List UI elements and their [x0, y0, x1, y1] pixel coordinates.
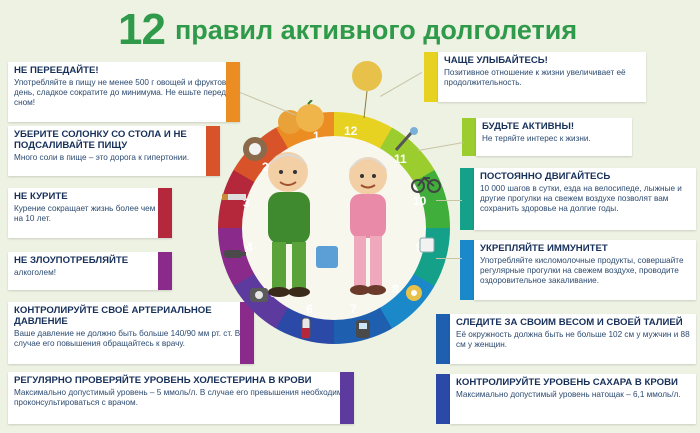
- rule-card-overeating: НЕ ПЕРЕЕДАЙТЕ! Употребляйте в пищу не ме…: [8, 62, 240, 122]
- rule-body: Много соли в пище – это дорога к гиперто…: [14, 153, 190, 162]
- rule-heading: КОНТРОЛИРУЙТЕ СВОЁ АРТЕРИАЛЬНОЕ ДАВЛЕНИЕ: [14, 305, 212, 327]
- rule-body: Ваше давление не должно быть больше 140/…: [14, 329, 241, 348]
- rule-tab: [158, 252, 172, 290]
- rule-card-smile: ЧАЩЕ УЛЫБАЙТЕСЬ! Позитивное отношение к …: [438, 52, 646, 102]
- ring-number-1: 1: [313, 129, 320, 143]
- balloons-icon: [352, 61, 382, 119]
- rule-heading: ПОСТОЯННО ДВИГАЙТЕСЬ: [480, 171, 611, 182]
- rule-tab: [460, 240, 474, 300]
- salt-shaker-icon: [243, 137, 267, 161]
- connector-line: [418, 142, 464, 151]
- rule-body: Употребляйте в пищу не менее 500 г овоще…: [14, 78, 233, 107]
- rule-tab: [462, 118, 476, 156]
- glucometer-icon: [356, 320, 370, 338]
- ring-number-2: 2: [262, 160, 269, 174]
- rule-tab: [240, 302, 254, 364]
- rule-card-sugar: КОНТРОЛИРУЙТЕ УРОВЕНЬ САХАРА В КРОВИ Мак…: [450, 374, 696, 424]
- rule-tab: [158, 188, 172, 238]
- rule-body: Не теряйте интерес к жизни.: [482, 134, 591, 143]
- ring-number-3: 3: [243, 196, 250, 210]
- rule-heading: НЕ ПЕРЕЕДАЙТЕ!: [14, 65, 99, 76]
- rule-card-salt: УБЕРИТЕ СОЛОНКУ СО СТОЛА И НЕ ПОДСАЛИВАЙ…: [8, 126, 220, 176]
- title-number: 12: [118, 5, 166, 54]
- page-title: 12 правил активного долголетия: [118, 5, 578, 54]
- ring-number-11: 11: [394, 152, 407, 166]
- rule-card-immunity: УКРЕПЛЯЙТЕ ИММУНИТЕТ Употребляйте кислом…: [474, 240, 696, 300]
- bicycle-icon: [411, 176, 441, 193]
- bottle-icon: [224, 250, 246, 258]
- rule-card-move: ПОСТОЯННО ДВИГАЙТЕСЬ 10 000 шагов в сутк…: [474, 168, 696, 230]
- rule-body: Позитивное отношение к жизни увеличивает…: [444, 68, 626, 87]
- ring-number-10: 10: [413, 194, 427, 208]
- rule-tab: [226, 62, 240, 122]
- rule-tab: [436, 314, 450, 364]
- connector-line: [380, 72, 423, 97]
- cigarette-icon: [222, 194, 246, 200]
- rule-heading: БУДЬТЕ АКТИВНЫ!: [482, 121, 575, 132]
- rule-tab: [206, 126, 220, 176]
- ring-number-9: 9: [416, 240, 423, 254]
- ring-number-4: 4: [246, 240, 253, 254]
- rule-card-active: БУДЬТЕ АКТИВНЫ! Не теряйте интерес к жиз…: [476, 118, 632, 156]
- measuring-tape-icon: [406, 285, 422, 301]
- blood-test-icon: [301, 317, 311, 339]
- rule-heading: УБЕРИТЕ СОЛОНКУ СО СТОЛА И НЕ ПОДСАЛИВАЙ…: [14, 129, 187, 151]
- tonometer-icon: [250, 288, 268, 302]
- rule-body: Курение сокращает жизнь более чем на 10 …: [14, 204, 156, 223]
- connector-line: [436, 200, 462, 201]
- rule-heading: ЧАЩЕ УЛЫБАЙТЕСЬ!: [444, 55, 548, 66]
- rule-tab: [460, 168, 474, 230]
- rule-card-smoking: НЕ КУРИТЕ Курение сокращает жизнь более …: [8, 188, 172, 238]
- rule-body: Употребляйте кисломолочные продукты, сов…: [480, 256, 684, 285]
- title-text: правил активного долголетия: [174, 14, 578, 45]
- ring-number-6: 6: [306, 302, 313, 316]
- rule-heading: УКРЕПЛЯЙТЕ ИММУНИТЕТ: [480, 243, 608, 254]
- fruits-icon: [278, 100, 324, 134]
- rule-heading: КОНТРОЛИРУЙТЕ УРОВЕНЬ САХАРА В КРОВИ: [456, 377, 678, 388]
- rule-heading: РЕГУЛЯРНО ПРОВЕРЯЙТЕ УРОВЕНЬ ХОЛЕСТЕРИНА…: [14, 375, 312, 386]
- rule-card-cholesterol: РЕГУЛЯРНО ПРОВЕРЯЙТЕ УРОВЕНЬ ХОЛЕСТЕРИНА…: [8, 372, 354, 424]
- rule-tab: [340, 372, 354, 424]
- rule-heading: НЕ ЗЛОУПОТРЕБЛЯЙТЕ: [14, 255, 129, 266]
- rule-heading: НЕ КУРИТЕ: [14, 191, 68, 202]
- rule-tab: [424, 52, 438, 102]
- rule-card-alcohol: НЕ ЗЛОУПОТРЕБЛЯЙТЕ алкоголем!: [8, 252, 172, 290]
- ring-number-8: 8: [392, 282, 399, 296]
- rule-card-pressure: КОНТРОЛИРУЙТЕ СВОЁ АРТЕРИАЛЬНОЕ ДАВЛЕНИЕ…: [8, 302, 254, 364]
- rule-body: алкоголем!: [14, 268, 56, 277]
- ring-number-12: 12: [344, 124, 358, 138]
- rule-heading: СЛЕДИТЕ ЗА СВОИМ ВЕСОМ И СВОЕЙ ТАЛИЕЙ: [456, 317, 683, 328]
- paintbrush-icon: [394, 127, 418, 151]
- rule-body: Её окружность должна быть не больше 102 …: [456, 330, 690, 349]
- rule-body: Максимально допустимый уровень – 5 ммоль…: [14, 388, 348, 407]
- ring-number-7: 7: [350, 302, 357, 316]
- rule-body: Максимально допустимый уровень натощак –…: [456, 390, 681, 399]
- rule-tab: [436, 374, 450, 424]
- elderly-couple-illustration: [268, 152, 388, 297]
- yogurt-icon: [419, 237, 435, 253]
- rule-card-weight: СЛЕДИТЕ ЗА СВОИМ ВЕСОМ И СВОЕЙ ТАЛИЕЙ Её…: [450, 314, 696, 364]
- rule-body: 10 000 шагов в сутки, езда на велосипеде…: [480, 184, 682, 213]
- connector-line: [436, 258, 462, 259]
